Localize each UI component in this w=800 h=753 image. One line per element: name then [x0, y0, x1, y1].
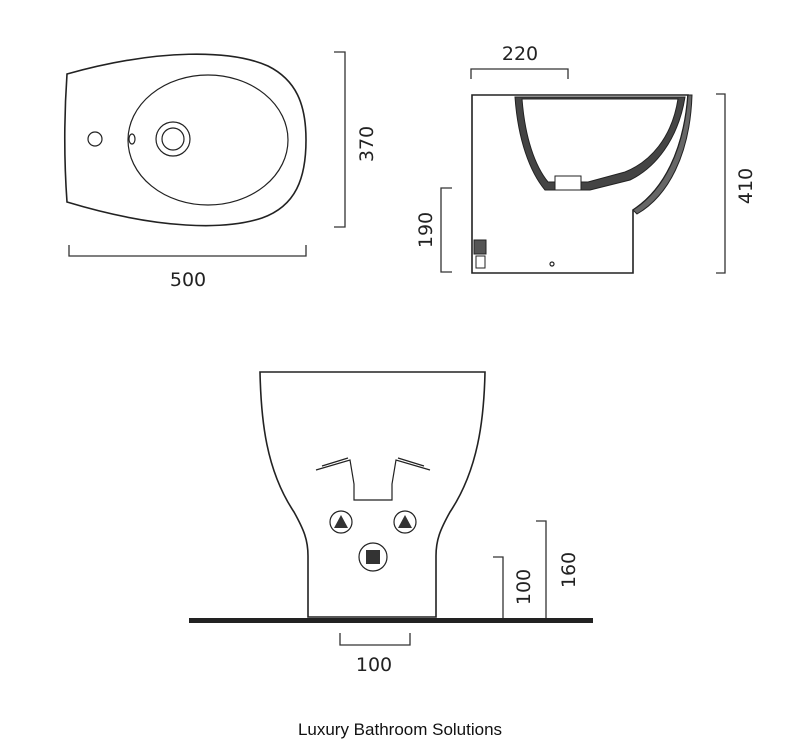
outlet-recess-inner: [321, 457, 425, 467]
drain-inner: [161, 127, 185, 151]
outlet-slot: [554, 175, 582, 191]
rear-wall-section: [632, 94, 693, 215]
drain-outer: [155, 121, 191, 157]
inlet-dimension-line: [470, 68, 569, 79]
depth-dimension-line: [334, 51, 346, 228]
inlet-height-high-dimension-line: [536, 520, 547, 618]
fixing-hole-left-arrow-icon: [334, 515, 348, 528]
inlet-height-high-label: 160: [558, 552, 580, 588]
outlet-point: [549, 261, 555, 267]
outlet-height-label: 190: [415, 212, 437, 248]
inlet-label: 220: [502, 43, 538, 65]
bowl-inner: [521, 98, 679, 183]
bidet-top-outline: [63, 53, 307, 227]
outlet-width-label: 100: [356, 654, 392, 676]
total-height-dimension-line: [716, 93, 726, 274]
top-view: 370 500: [63, 51, 378, 291]
outlet-width-dimension-line: [339, 633, 411, 646]
width-label: 500: [170, 269, 206, 291]
inlet-height-low-label: 100: [513, 569, 535, 605]
tap-hole-icon: [87, 131, 103, 147]
inlet-marker-2: [475, 255, 486, 269]
depth-label: 370: [356, 126, 378, 162]
water-inlet: [358, 542, 388, 572]
footer-caption: Luxury Bathroom Solutions: [297, 720, 503, 739]
overflow-icon: [128, 133, 136, 145]
fixing-hole-right-arrow-icon: [398, 515, 412, 528]
outlet-height-dimension-line: [440, 187, 452, 273]
bowl-rim: [127, 74, 289, 206]
fixing-hole-left: [329, 510, 353, 534]
fixing-hole-right: [393, 510, 417, 534]
side-view: 220 190 410: [415, 43, 757, 274]
water-inlet-square-icon: [366, 550, 380, 564]
inlet-height-low-dimension-line: [493, 556, 504, 618]
total-height-label: 410: [735, 168, 757, 204]
bidet-rear-outline: [259, 371, 486, 618]
inlet-marker: [473, 239, 487, 255]
floor-line: [189, 618, 593, 623]
outlet-recess: [315, 459, 431, 501]
width-dimension-line: [68, 245, 307, 257]
rear-view: 100 100 160: [189, 371, 593, 676]
